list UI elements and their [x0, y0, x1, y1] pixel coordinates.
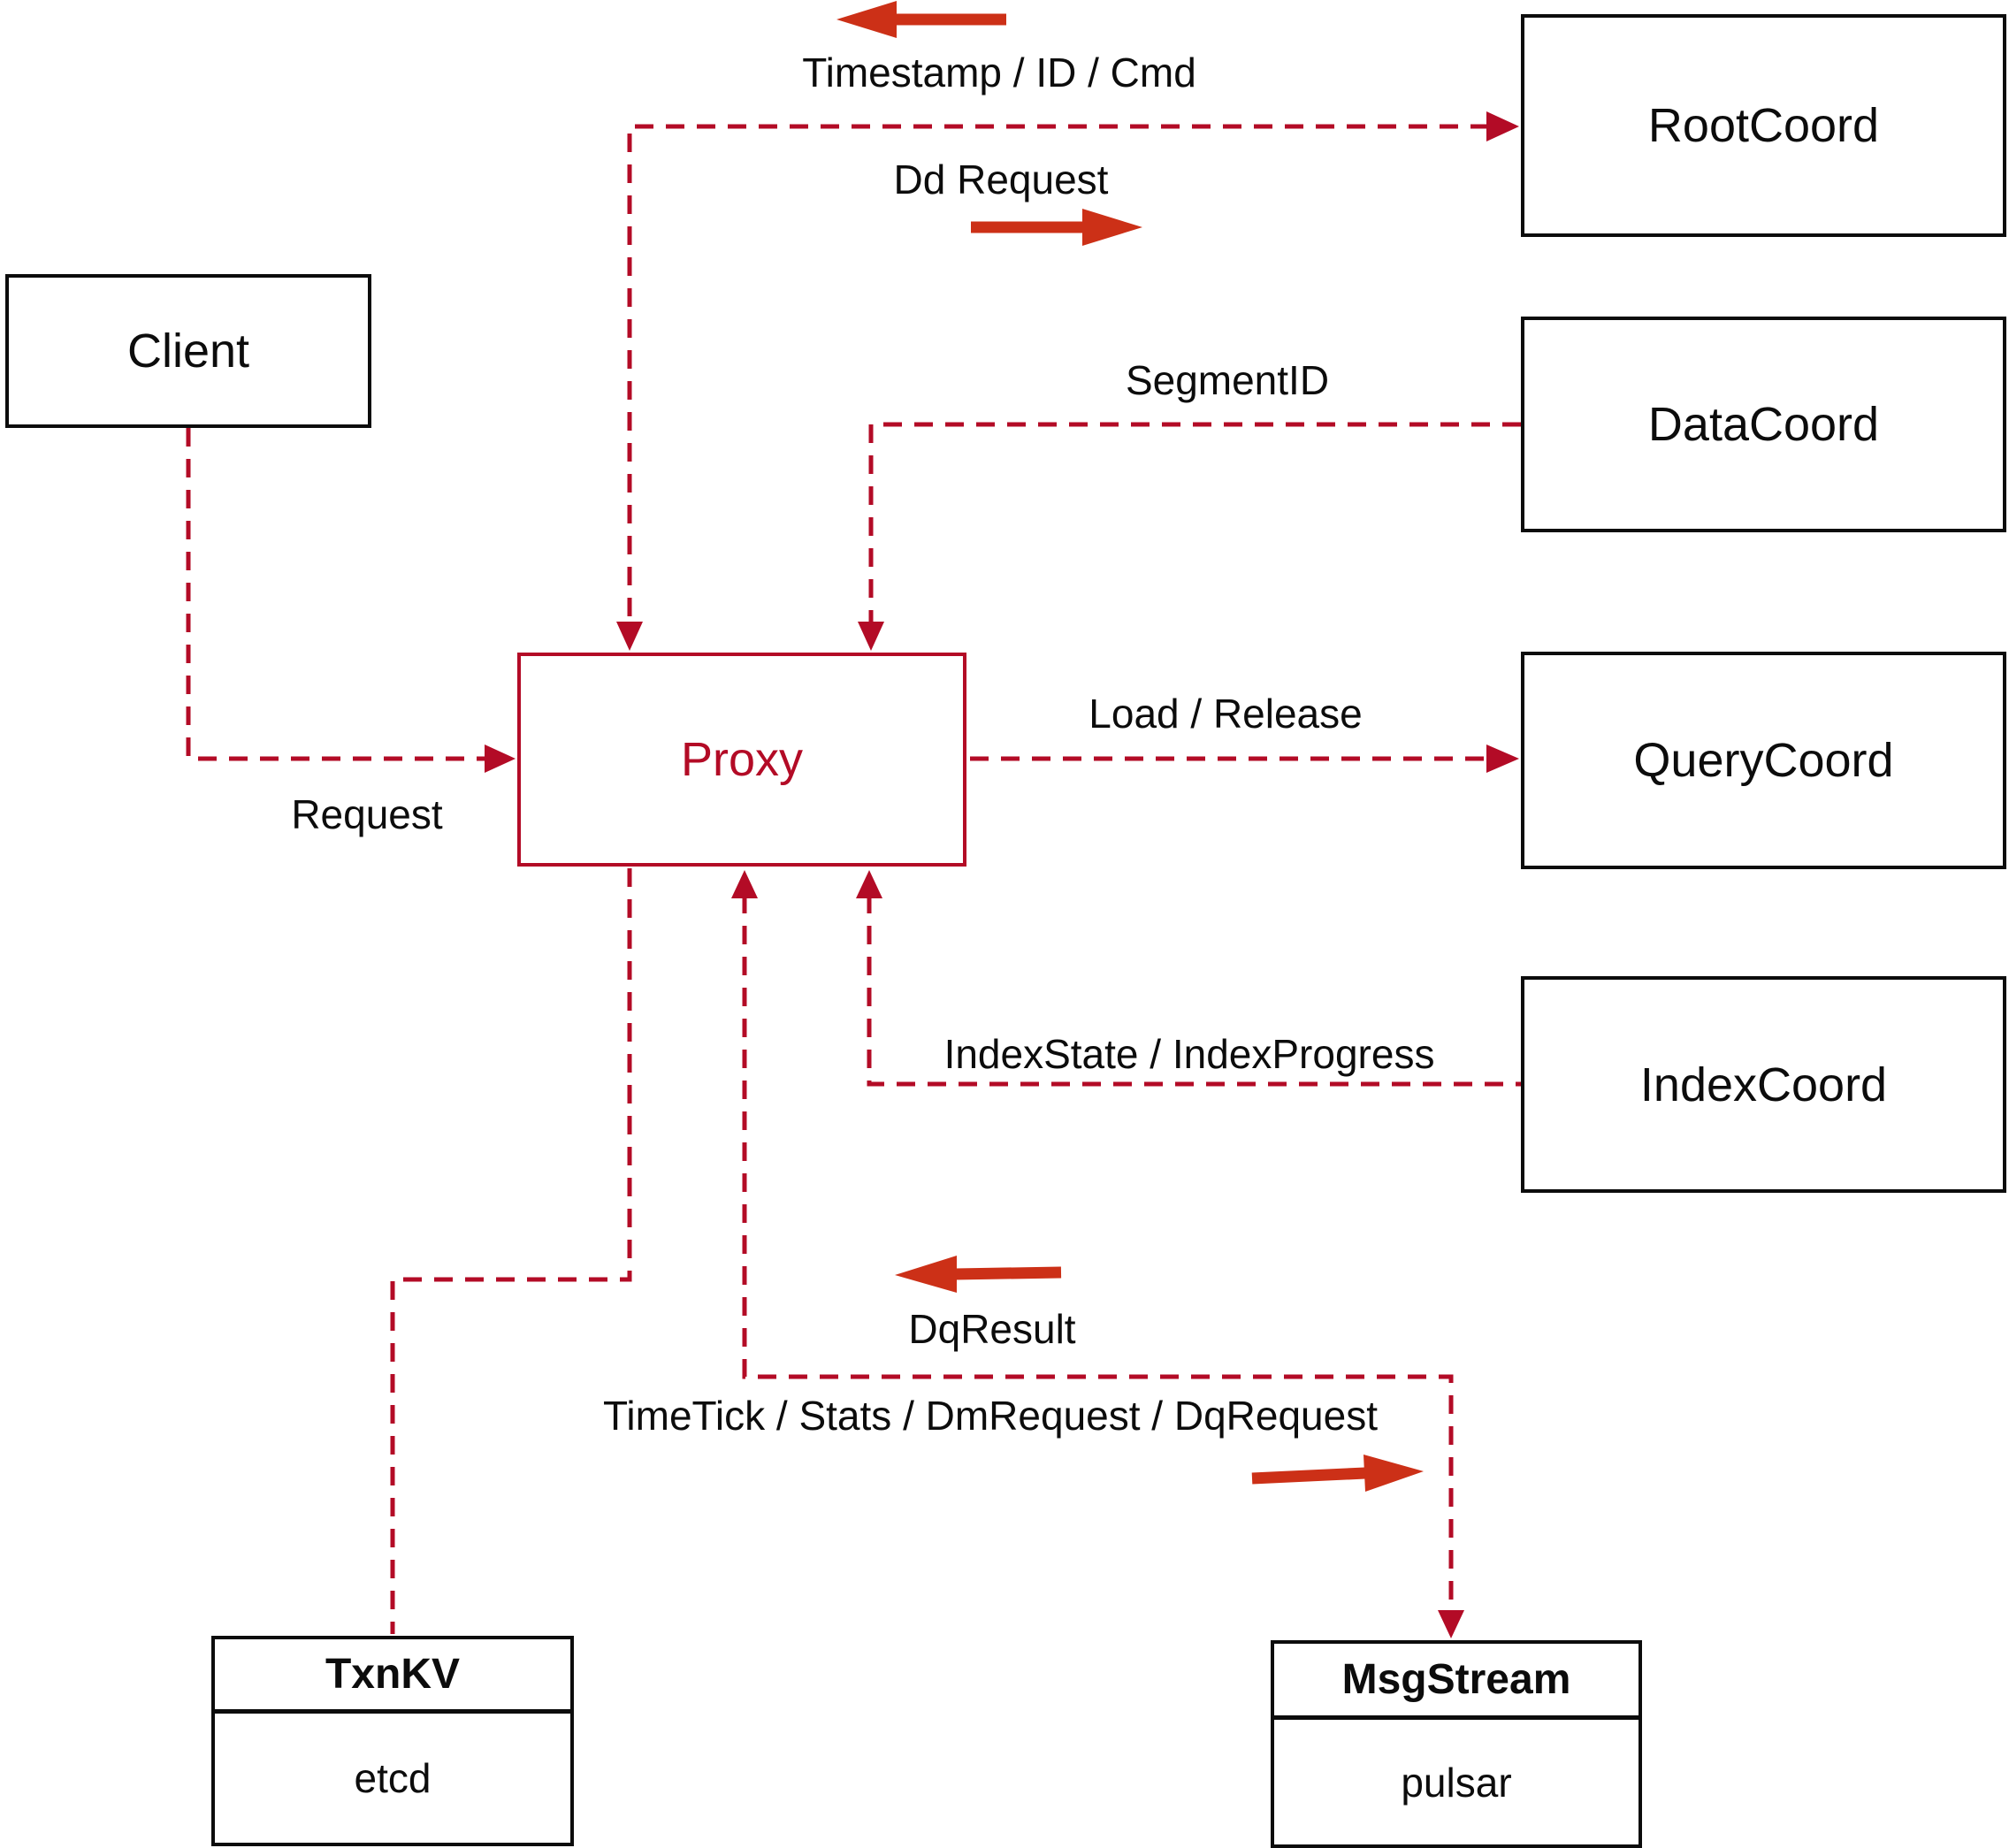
- edge-proxy-txnkv: [390, 868, 632, 1634]
- flow-arrow-right-timetick-shaft: [1251, 1467, 1366, 1485]
- arrowhead-client-into-proxy: [485, 745, 516, 773]
- flow-arrow-left-timestamp-icon: [836, 1, 897, 38]
- node-indexcoord-label: IndexCoord: [1639, 1058, 1888, 1111]
- flow-arrow-left-dqresult-shaft: [954, 1266, 1062, 1280]
- msgstream-title-row: MsgStream: [1274, 1644, 1639, 1720]
- arrowhead-rootcoord-into-proxy: [616, 622, 643, 651]
- arrowhead-msgstream-into-proxy: [731, 870, 758, 898]
- msgstream-body-row: pulsar: [1274, 1720, 1639, 1844]
- edge-proxy-rootcoord: [627, 124, 1489, 626]
- label-request: Request: [291, 791, 443, 837]
- node-client: Client: [5, 274, 371, 428]
- node-client-label: Client: [126, 325, 250, 378]
- label-load-release: Load / Release: [1089, 691, 1363, 737]
- txnkv-subtitle: etcd: [354, 1755, 432, 1801]
- flow-arrow-left-dqresult-icon: [895, 1256, 957, 1293]
- node-querycoord: QueryCoord: [1521, 652, 2006, 869]
- arrowhead-datacoord-into-proxy: [858, 622, 884, 651]
- label-timestamp-id-cmd: Timestamp / ID / Cmd: [802, 50, 1196, 95]
- edge-proxy-msgstream: [742, 895, 1454, 1610]
- label-timetick-stats: TimeTick / Stats / DmRequest / DqRequest: [603, 1393, 1378, 1439]
- arrowhead-into-querycoord: [1486, 745, 1519, 773]
- flow-arrow-right-dd-request-icon: [1082, 209, 1142, 246]
- edge-indexcoord-proxy: [867, 895, 1523, 1087]
- node-datacoord-label: DataCoord: [1647, 398, 1880, 451]
- flow-arrow-right-timetick-icon: [1364, 1455, 1424, 1492]
- node-querycoord-label: QueryCoord: [1633, 734, 1894, 787]
- node-txnkv: TxnKV etcd: [211, 1636, 574, 1846]
- arrowhead-indexcoord-into-proxy: [856, 870, 882, 898]
- node-datacoord: DataCoord: [1521, 317, 2006, 532]
- txnkv-body-row: etcd: [215, 1714, 570, 1843]
- node-msgstream: MsgStream pulsar: [1271, 1640, 1642, 1848]
- txnkv-title: TxnKV: [325, 1651, 460, 1698]
- label-dd-request: Dd Request: [893, 157, 1109, 202]
- edge-datacoord-proxy: [868, 422, 1521, 626]
- node-proxy: Proxy: [517, 653, 966, 867]
- label-segmentid: SegmentID: [1125, 357, 1330, 403]
- label-indexstate-indexprogress: IndexState / IndexProgress: [943, 1031, 1435, 1077]
- label-dqresult: DqResult: [908, 1306, 1076, 1352]
- node-rootcoord-label: RootCoord: [1647, 99, 1880, 152]
- edge-client-proxy: [186, 428, 487, 761]
- txnkv-title-row: TxnKV: [215, 1639, 570, 1714]
- arrowhead-into-msgstream: [1438, 1610, 1464, 1638]
- node-proxy-label: Proxy: [680, 733, 804, 786]
- msgstream-subtitle: pulsar: [1401, 1759, 1512, 1806]
- arrowhead-into-rootcoord: [1486, 111, 1519, 141]
- msgstream-title: MsgStream: [1341, 1656, 1571, 1703]
- node-rootcoord: RootCoord: [1521, 14, 2006, 237]
- node-indexcoord: IndexCoord: [1521, 976, 2006, 1193]
